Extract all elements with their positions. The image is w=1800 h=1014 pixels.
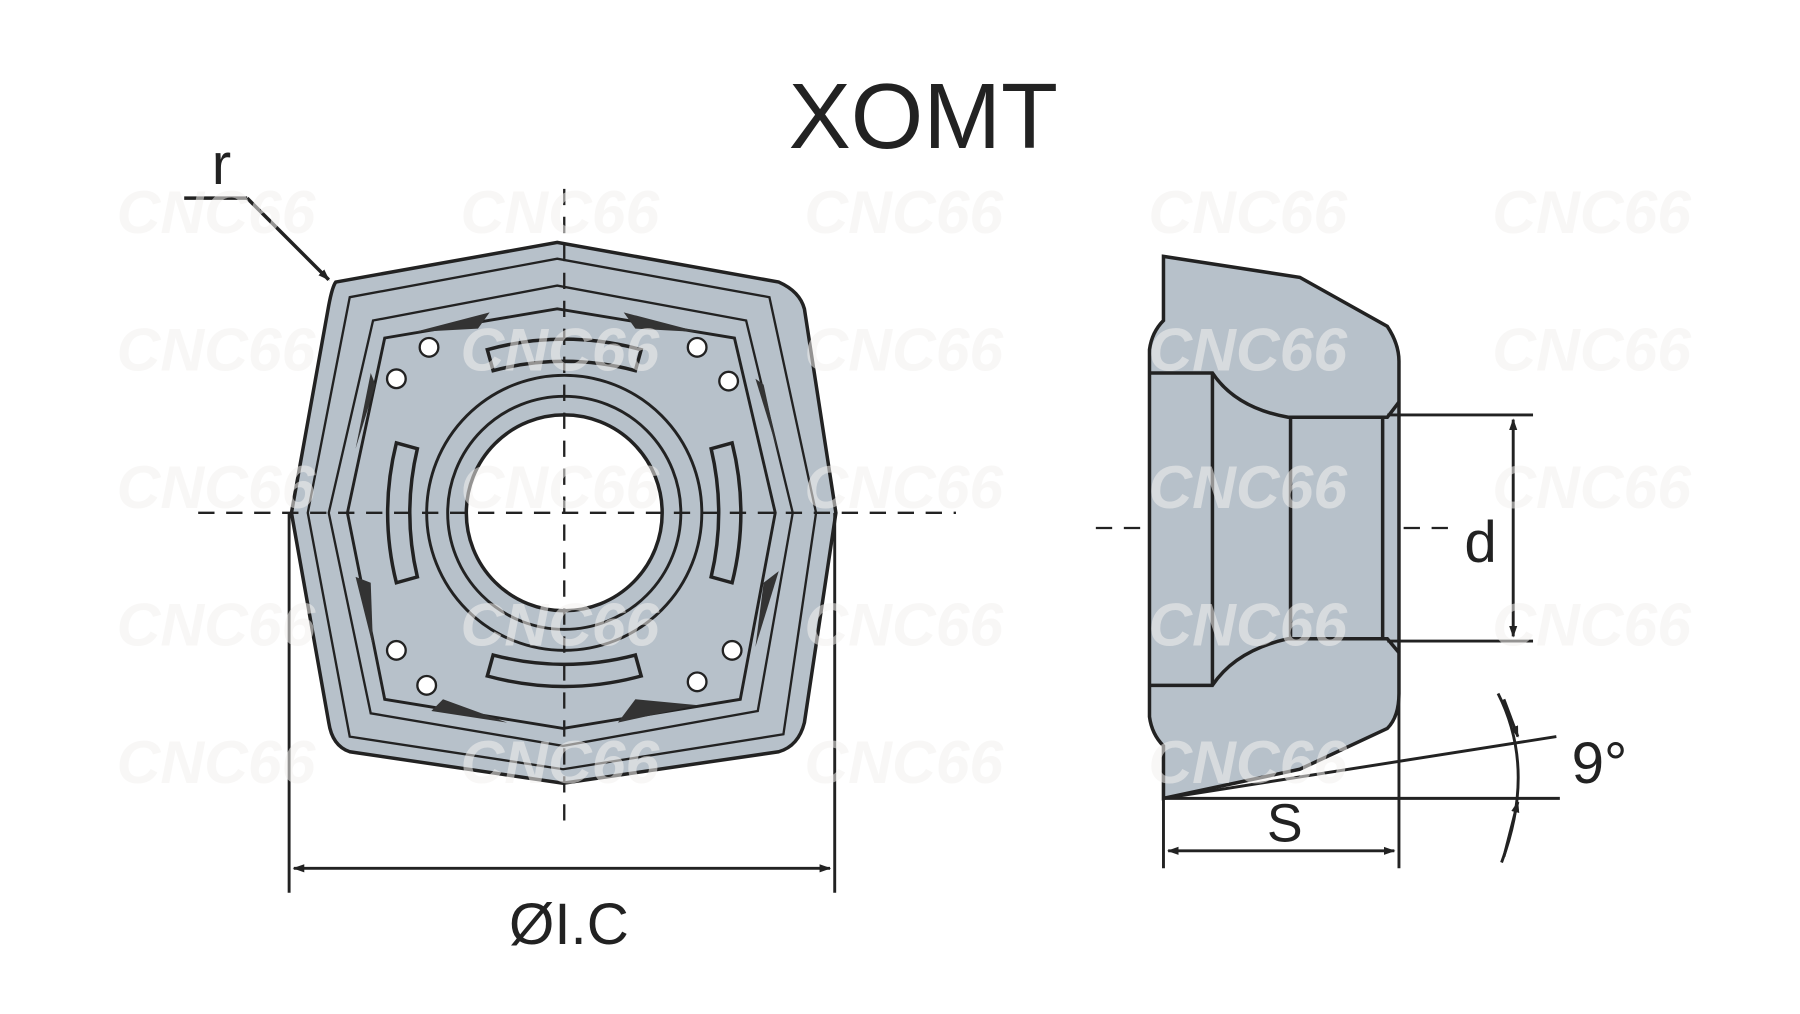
watermark-text: CNC66 <box>460 728 660 796</box>
angle-label: 9° <box>1572 731 1628 796</box>
watermark-text: CNC66 <box>117 591 317 659</box>
watermark-text: CNC66 <box>460 591 660 659</box>
watermark-text: CNC66 <box>804 453 1004 521</box>
ic-dimension <box>287 512 837 893</box>
watermark-text: CNC66 <box>1492 178 1692 246</box>
watermark-text: CNC66 <box>117 316 317 384</box>
s-label: S <box>1267 794 1303 854</box>
d-label: d <box>1464 510 1496 575</box>
watermark-text: CNC66 <box>1148 591 1348 659</box>
watermark-text: CNC66 <box>117 178 317 246</box>
watermark-text: CNC66 <box>460 316 660 384</box>
watermark-text: CNC66 <box>1148 178 1348 246</box>
s-dimension <box>1162 692 1560 869</box>
watermark-text: CNC66 <box>460 178 660 246</box>
watermark-text: CNC66 <box>1148 316 1348 384</box>
watermark-text: CNC66 <box>1148 453 1348 521</box>
ic-label: ØI.C <box>509 892 629 957</box>
watermark-text: CNC66 <box>804 591 1004 659</box>
title: XOMT <box>789 64 1058 168</box>
watermark-text: CNC66 <box>804 316 1004 384</box>
insert-side-view <box>1147 254 1401 801</box>
watermark-text: CNC66 <box>1492 591 1692 659</box>
watermark-text: CNC66 <box>117 453 317 521</box>
d-dimension <box>1387 413 1534 643</box>
radius-label: r <box>212 132 231 197</box>
watermark-text: CNC66 <box>1492 316 1692 384</box>
watermark-text: CNC66 <box>117 728 317 796</box>
watermark-text: CNC66 <box>804 178 1004 246</box>
watermark-text: CNC66 <box>1148 728 1348 796</box>
radius-leader <box>184 196 330 281</box>
watermark-text: CNC66 <box>1492 453 1692 521</box>
watermark-text: CNC66 <box>460 453 660 521</box>
watermark-text: CNC66 <box>804 728 1004 796</box>
